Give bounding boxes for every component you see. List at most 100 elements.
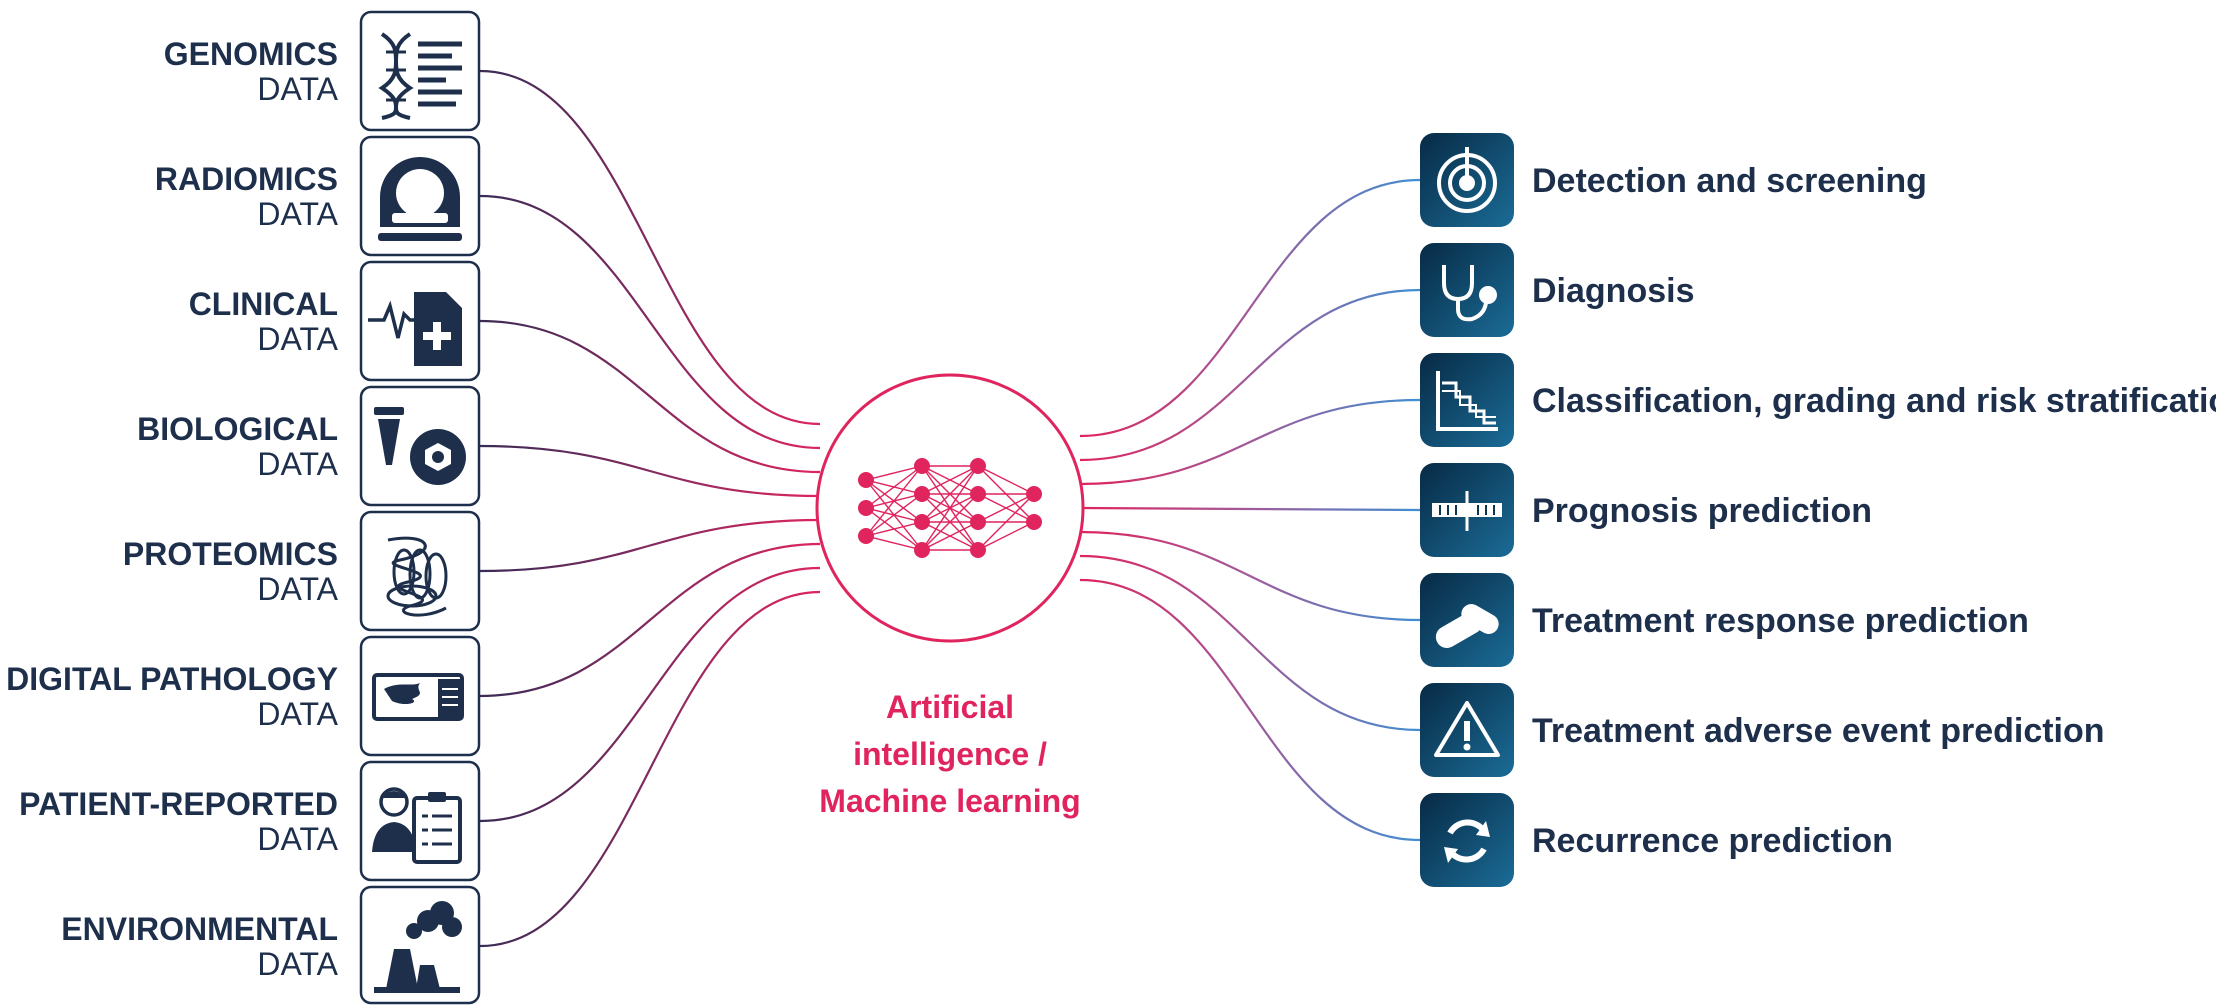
input-connector bbox=[479, 518, 821, 573]
input-connector bbox=[479, 566, 821, 823]
input-title: PROTEOMICS bbox=[123, 536, 338, 572]
network-node bbox=[914, 486, 930, 502]
output-label: Detection and screening bbox=[1532, 162, 1927, 200]
output-classification: Classification, grading and risk stratif… bbox=[1420, 353, 2216, 447]
network-node bbox=[858, 528, 874, 544]
output-connector bbox=[1079, 530, 1421, 622]
medical-record-icon bbox=[368, 292, 462, 366]
neural-network-icon bbox=[858, 458, 1042, 558]
output-label: Prognosis prediction bbox=[1532, 492, 1872, 530]
network-edge bbox=[977, 465, 1035, 495]
hub-label-line-1: Artificial bbox=[886, 689, 1014, 725]
recurrence-arrows-icon bbox=[1444, 819, 1490, 863]
input-subtitle: DATA bbox=[257, 821, 338, 857]
input-subtitle: DATA bbox=[257, 946, 338, 982]
warning-icon bbox=[1434, 701, 1500, 757]
input-connector bbox=[479, 444, 821, 498]
network-edge bbox=[865, 493, 923, 537]
input-subtitle: DATA bbox=[257, 696, 338, 732]
network-edge bbox=[921, 465, 979, 495]
target-screening-icon bbox=[1437, 147, 1497, 213]
output-label: Treatment response prediction bbox=[1532, 602, 2029, 640]
stethoscope-icon bbox=[1442, 265, 1497, 322]
factory-pollution-icon bbox=[374, 901, 462, 993]
icon-tile bbox=[359, 510, 481, 632]
output-label: Treatment adverse event prediction bbox=[1532, 712, 2105, 750]
output-detection-screening: Detection and screening bbox=[1420, 133, 1927, 227]
network-edge bbox=[921, 465, 979, 551]
input-title: BIOLOGICAL bbox=[137, 411, 338, 447]
input-connector bbox=[479, 194, 821, 450]
network-node bbox=[858, 500, 874, 516]
input-connector bbox=[479, 590, 821, 948]
input-title: RADIOMICS bbox=[155, 161, 338, 197]
network-edge bbox=[977, 493, 1035, 523]
icon-tile bbox=[359, 635, 481, 757]
ct-scanner-icon bbox=[378, 157, 462, 241]
output-connector bbox=[1079, 288, 1421, 462]
input-biological: BIOLOGICAL DATA bbox=[137, 385, 481, 507]
output-diagnosis: Diagnosis bbox=[1420, 243, 1694, 337]
network-node bbox=[970, 514, 986, 530]
input-clinical: CLINICAL DATA bbox=[189, 260, 481, 382]
output-tile bbox=[1420, 353, 1514, 447]
network-edge bbox=[977, 521, 1035, 551]
test-tube-icon bbox=[374, 407, 466, 485]
dna-sequence-icon bbox=[378, 32, 462, 120]
network-edge bbox=[921, 521, 979, 551]
network-edge bbox=[865, 535, 923, 551]
network-edge bbox=[921, 493, 979, 551]
ai-hub: Artificial intelligence / Machine learni… bbox=[815, 373, 1085, 819]
hub-label-line-2: intelligence / bbox=[853, 736, 1047, 772]
network-node bbox=[970, 486, 986, 502]
input-subtitle: DATA bbox=[257, 571, 338, 607]
output-label: Recurrence prediction bbox=[1532, 822, 1893, 860]
network-node bbox=[970, 458, 986, 474]
input-patient-reported: PATIENT-REPORTED DATA bbox=[19, 760, 481, 882]
output-label: Classification, grading and risk stratif… bbox=[1532, 382, 2216, 420]
input-title: ENVIRONMENTAL bbox=[61, 911, 338, 947]
hub-label-line-3: Machine learning bbox=[819, 783, 1080, 819]
output-connector bbox=[1079, 578, 1421, 842]
output-treatment-response: Treatment response prediction bbox=[1420, 573, 2029, 667]
network-edge bbox=[865, 521, 923, 537]
output-label: Diagnosis bbox=[1532, 272, 1694, 310]
input-title: DIGITAL PATHOLOGY bbox=[6, 661, 338, 697]
input-proteomics: PROTEOMICS DATA bbox=[123, 510, 481, 632]
output-connector bbox=[1079, 398, 1421, 486]
output-applications: Detection and screening Diagnosis Classi… bbox=[1420, 133, 2216, 887]
network-edge bbox=[977, 493, 1035, 551]
network-node bbox=[1026, 486, 1042, 502]
slide-scan-icon bbox=[372, 673, 464, 721]
icon-tile bbox=[359, 10, 481, 132]
staircase-chart-icon bbox=[1436, 371, 1498, 431]
network-edge bbox=[865, 465, 923, 481]
output-prognosis: Prognosis prediction bbox=[1420, 463, 1872, 557]
network-node bbox=[914, 458, 930, 474]
input-subtitle: DATA bbox=[257, 196, 338, 232]
output-recurrence: Recurrence prediction bbox=[1420, 793, 1893, 887]
input-sources: GENOMICS DATA RADIOMICS DATA bbox=[6, 10, 481, 1005]
output-adverse-event: Treatment adverse event prediction bbox=[1420, 683, 2105, 777]
input-environmental: ENVIRONMENTAL DATA bbox=[61, 885, 481, 1005]
input-connectors bbox=[479, 69, 821, 948]
pill-icon bbox=[1435, 604, 1499, 648]
input-title: GENOMICS bbox=[164, 36, 338, 72]
input-title: PATIENT-REPORTED bbox=[19, 786, 338, 822]
input-connector bbox=[479, 542, 821, 698]
output-connectors bbox=[1079, 178, 1421, 842]
input-title: CLINICAL bbox=[189, 286, 338, 322]
timeline-icon bbox=[1432, 491, 1502, 531]
input-connector bbox=[479, 319, 821, 474]
network-node bbox=[1026, 514, 1042, 530]
input-subtitle: DATA bbox=[257, 321, 338, 357]
network-edge bbox=[865, 465, 923, 509]
input-radiomics: RADIOMICS DATA bbox=[155, 135, 481, 257]
network-node bbox=[970, 542, 986, 558]
input-subtitle: DATA bbox=[257, 446, 338, 482]
output-connector bbox=[1079, 506, 1421, 512]
output-tile bbox=[1420, 243, 1514, 337]
network-node bbox=[858, 472, 874, 488]
network-node bbox=[914, 514, 930, 530]
output-connector bbox=[1079, 178, 1421, 438]
